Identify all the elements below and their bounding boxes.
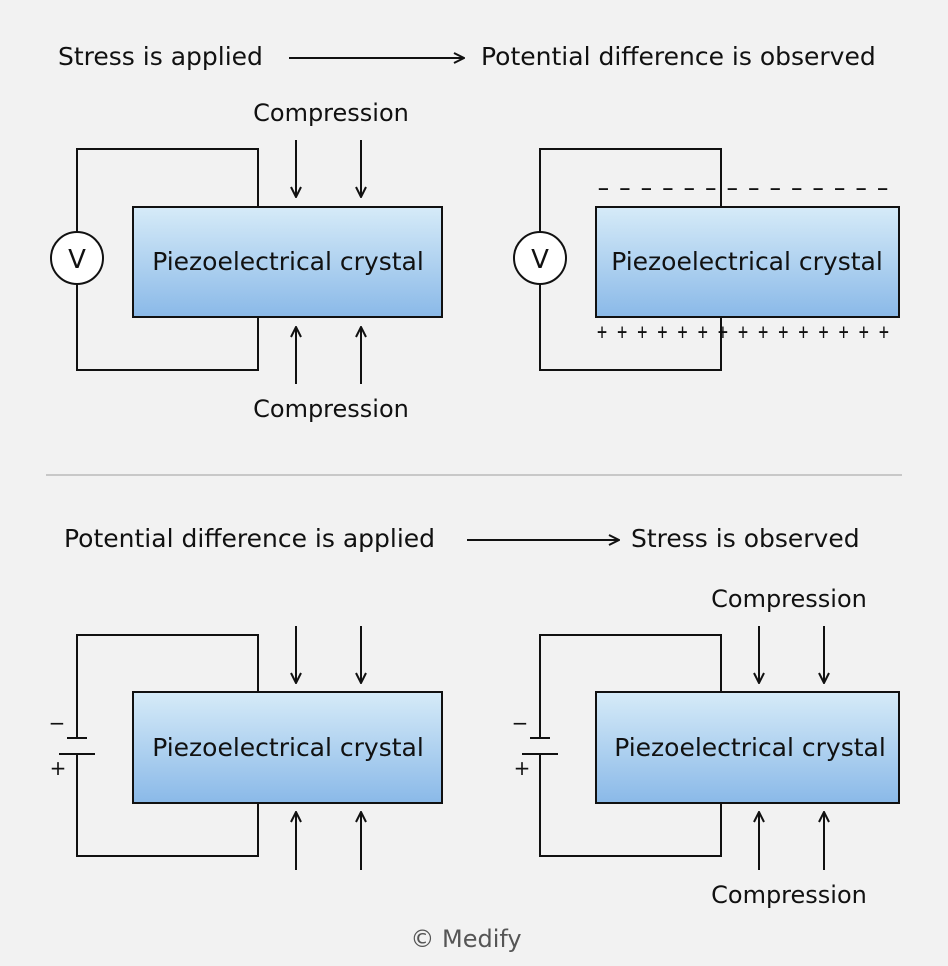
bottom-effect-text: Stress is observed [631,524,860,553]
positive-charge-row: + + + + + + + + + + + + + + + [597,320,889,345]
voltmeter-icon [50,231,104,285]
negative-charge-row: − − − − − − − − − − − − − − [598,177,888,202]
top-effect-text: Potential difference is observed [481,42,876,71]
top-left-wire-upper [76,148,259,233]
piezo-crystal [132,691,443,804]
bottom-right-diagram: − + Piezoelectrical crystal Compression … [512,585,900,909]
battery-plus-sign: + [514,756,531,780]
bottom-cause-text: Potential difference is applied [64,524,435,553]
piezo-crystal [132,206,443,318]
battery-minus-sign: − [49,711,66,735]
compression-label-top: Compression [711,585,867,613]
bottom-left-diagram: − + Piezoelectrical crystal [49,626,443,870]
top-cause-text: Stress is applied [58,42,263,71]
voltmeter-icon [513,231,567,285]
bottom-left-wire-lower [76,755,259,857]
piezo-crystal [595,691,900,804]
crystal-label: Piezoelectrical crystal [614,733,886,762]
bottom-right-wire-lower [539,755,722,857]
crystal-label: Piezoelectrical crystal [611,247,883,276]
voltmeter-label: V [68,245,86,275]
top-right-wire-lower [539,284,722,371]
battery-minus-sign: − [512,711,529,735]
copyright-text: © Medify [410,925,521,953]
top-left-wire-lower [76,284,259,371]
compression-label-bottom: Compression [711,881,867,909]
crystal-label: Piezoelectrical crystal [152,733,424,762]
top-right-wire-upper [539,148,722,233]
compression-label-top: Compression [253,99,409,127]
battery-plus-sign: + [50,756,67,780]
crystal-label: Piezoelectrical crystal [152,247,424,276]
compression-label-bottom: Compression [253,395,409,423]
bottom-left-wire-upper [76,634,259,737]
top-left-diagram: V Piezoelectrical crystal Compression Co… [50,99,443,423]
piezo-crystal [595,206,900,318]
voltmeter-label: V [531,245,549,275]
bottom-right-wire-upper [539,634,722,737]
top-right-diagram: V Piezoelectrical crystal − − − − − − − … [513,148,900,371]
